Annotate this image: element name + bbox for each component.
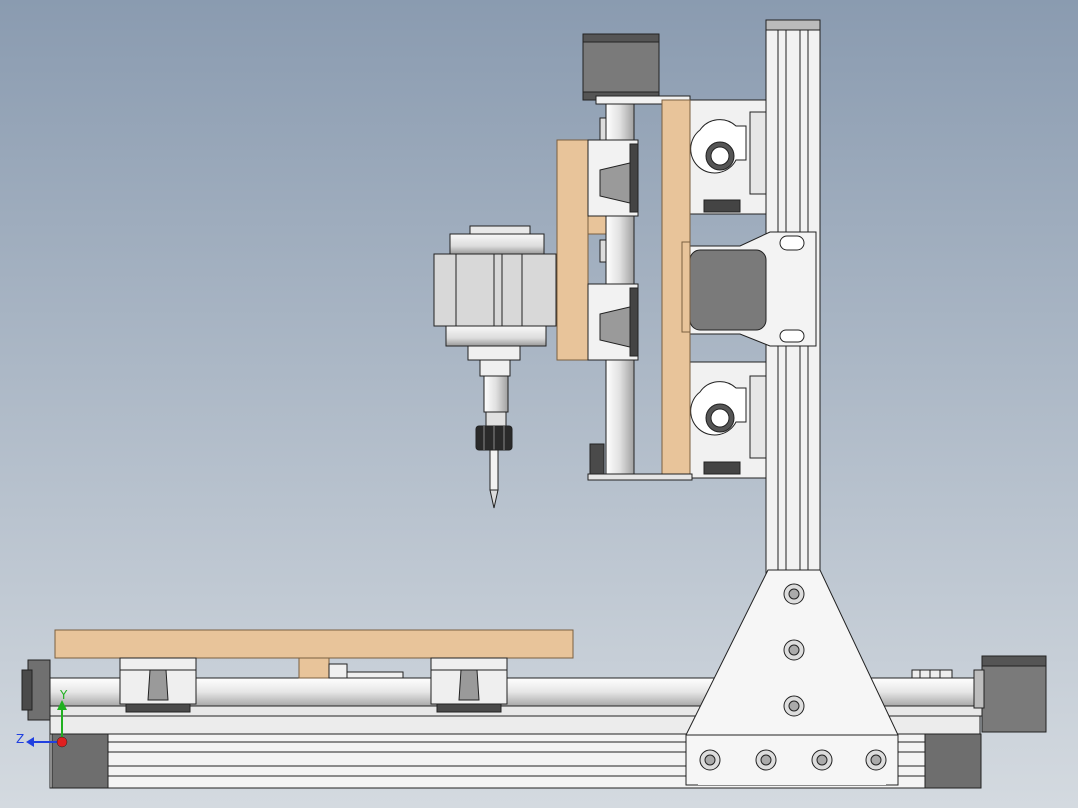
spindle-shaft [479,359,511,427]
bed-bearing-left [119,657,197,713]
y-motor-bracket [687,231,817,347]
z-bearing-lower [587,283,639,361]
y-carriage-edge [681,241,691,333]
end-mill-bit [489,449,499,509]
y-bearing-block-lower [689,361,767,479]
bed-bearing-right [430,657,508,713]
spindle-motor [433,225,557,361]
triad-z-label: Z [16,732,25,746]
gusset-plate [685,569,899,786]
wood-bed-plate [54,629,574,659]
z-motor [582,33,660,101]
base-end-cap-right [924,733,982,789]
collet-nut [475,425,513,451]
gusset-bolts [699,583,887,771]
z-carriage-wood-plate [556,139,589,361]
bed-lead-nut [328,663,348,679]
x-motor-right [973,655,1047,733]
bed-nut-block [298,657,330,679]
triad-y-label: Y [60,688,68,702]
x-rod-clamp-right [911,669,953,679]
y-bearing-block-upper [689,99,767,215]
z-rod-foot [589,443,605,477]
z-bearing-upper [587,139,639,217]
coordinate-triad [26,700,68,748]
